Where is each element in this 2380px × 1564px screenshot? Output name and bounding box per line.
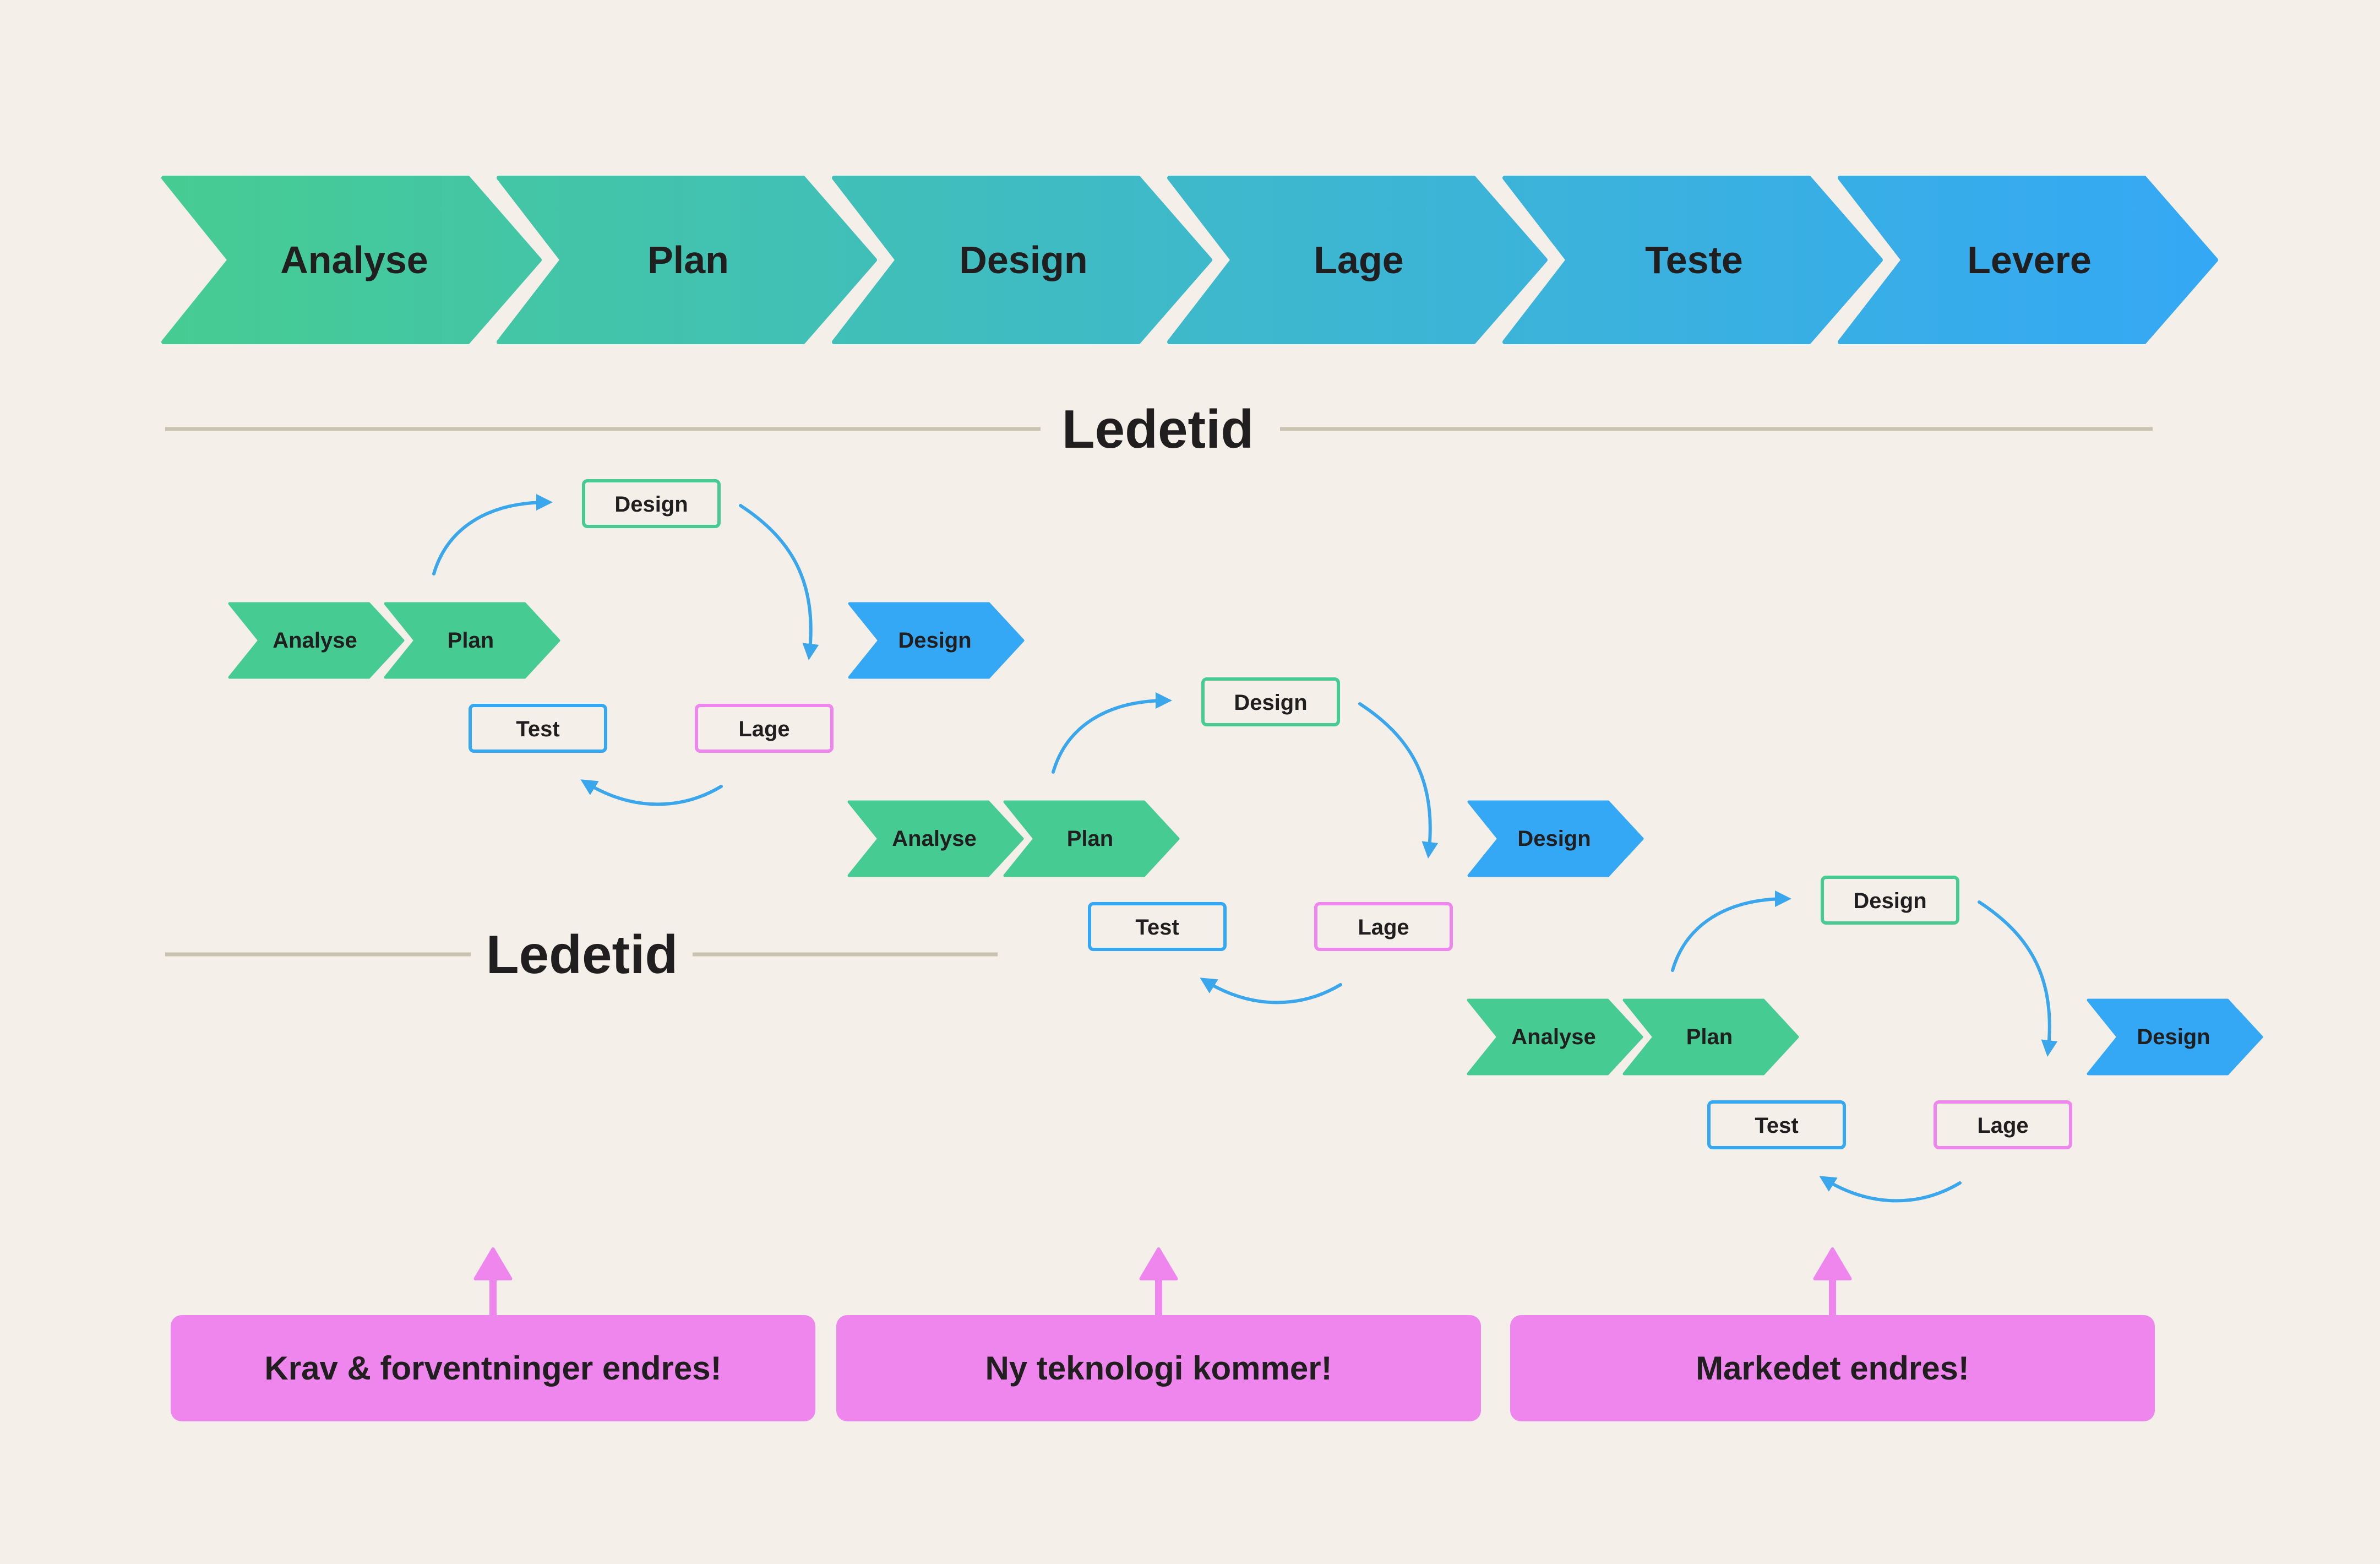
cycle-box-top [1201, 677, 1340, 726]
cycle-box-right [695, 704, 834, 753]
waterfall-stage-lage-label: Lage [1314, 238, 1403, 281]
waterfall-stage-plan-shape [497, 176, 877, 344]
cycle-box-right-label: Lage [1977, 1114, 2028, 1138]
iteration-chevron-analyse-label: Analyse [273, 628, 357, 653]
cycle-arrow-plan-to-design [1671, 890, 1791, 972]
waterfall-stage-teste-label: Teste [1645, 238, 1743, 281]
waterfall-stage-design-label: Design [959, 238, 1087, 281]
waterfall-process: Analyse Plan Design Lage Teste Levere [161, 176, 2218, 344]
cycle-arrow-lage-to-test [580, 779, 723, 806]
event-banner-label: Markedet endres! [1696, 1350, 1969, 1387]
iteration-chevron-plan-label: Plan [1686, 1025, 1733, 1049]
leadtime-bottom-label: Ledetid [486, 924, 678, 985]
cycle-box-left-label: Test [1135, 915, 1179, 940]
cycle-arrow-design-to-lage [739, 504, 819, 660]
event-banner [171, 1315, 815, 1421]
waterfall-stage-analyse-shape [161, 176, 542, 344]
cycle-arrow-lage-to-test [1819, 1176, 1962, 1203]
iteration-chevron-analyse-label: Analyse [1511, 1025, 1595, 1049]
iteration-chevron-analyse [1467, 998, 1643, 1076]
event-banner-label: Ny teknologi kommer! [985, 1350, 1332, 1387]
cycle-box-left [1088, 902, 1227, 951]
cycle-arrow-design-to-lage [1358, 702, 1439, 859]
cycle-box-top [582, 479, 721, 528]
leadtime-top-label: Ledetid [1062, 399, 1254, 459]
iteration-chevron-plan [384, 602, 560, 679]
iteration-chevron-analyse [847, 800, 1024, 877]
leadtime-top: Ledetid [165, 399, 2153, 459]
iteration-next-chevron [848, 602, 1025, 679]
event-banner [836, 1315, 1481, 1421]
waterfall-stage-levere-label: Levere [1967, 238, 2092, 281]
change-events: Krav & forventninger endres! Ny teknologi… [171, 1247, 2155, 1421]
iteration-chevron-plan-label: Plan [1067, 827, 1113, 851]
cycle-arrow-plan-to-design [1052, 692, 1172, 774]
leadtime-bottom: Ledetid [165, 924, 998, 985]
event-3: Markedet endres! [1510, 1247, 2155, 1421]
cycle-box-right [1314, 902, 1453, 951]
cycle-box-left-label: Test [1755, 1114, 1798, 1138]
waterfall-stage-analyse-label: Analyse [280, 238, 428, 281]
event-banner-label: Krav & forventninger endres! [264, 1350, 721, 1387]
cycle-box-top-label: Design [1234, 691, 1307, 715]
cycle-box-top [1821, 876, 1959, 925]
cycle-box-right [1934, 1100, 2072, 1149]
iteration-next-chevron-label: Design [898, 628, 971, 653]
iteration-next-chevron-label: Design [1517, 827, 1591, 851]
waterfall-stage-teste-shape [1502, 176, 1883, 344]
iteration-next-chevron-label: Design [2137, 1025, 2210, 1049]
iteration-chevron-plan [1003, 800, 1180, 877]
event-arrow-up-icon [1813, 1247, 1852, 1280]
waterfall-stage-lage-shape [1167, 176, 1548, 344]
iteration-chevron-plan [1622, 998, 1799, 1076]
cycle-box-top-label: Design [614, 492, 688, 517]
cycle-arrow-lage-to-test [1200, 978, 1342, 1004]
cycle-box-left-label: Test [516, 717, 559, 741]
cycle-box-right-label: Lage [738, 717, 789, 741]
event-1: Krav & forventninger endres! [171, 1247, 815, 1421]
event-arrow-up-icon [1139, 1247, 1178, 1280]
cycle-box-left [469, 704, 607, 753]
cycle-arrow-plan-to-design [432, 494, 553, 575]
event-arrow-up-icon [473, 1247, 513, 1280]
event-2: Ny teknologi kommer! [836, 1247, 1481, 1421]
waterfall-stage-levere-shape [1838, 176, 2218, 344]
iteration-chevron-analyse-label: Analyse [892, 827, 976, 851]
cycle-box-left [1707, 1100, 1846, 1149]
iteration-next-chevron [2087, 998, 2263, 1076]
iteration-chevron-plan-label: Plan [448, 628, 494, 653]
event-banner [1510, 1315, 2155, 1421]
waterfall-stage-design-shape [832, 176, 1212, 344]
cycle-arrow-design-to-lage [1978, 900, 2058, 1057]
iteration-chevron-analyse [228, 602, 405, 679]
cycle-box-top-label: Design [1853, 889, 1926, 913]
waterfall-stage-plan-label: Plan [647, 238, 729, 281]
iteration-next-chevron [1467, 800, 1644, 877]
cycle-box-right-label: Lage [1358, 915, 1409, 940]
